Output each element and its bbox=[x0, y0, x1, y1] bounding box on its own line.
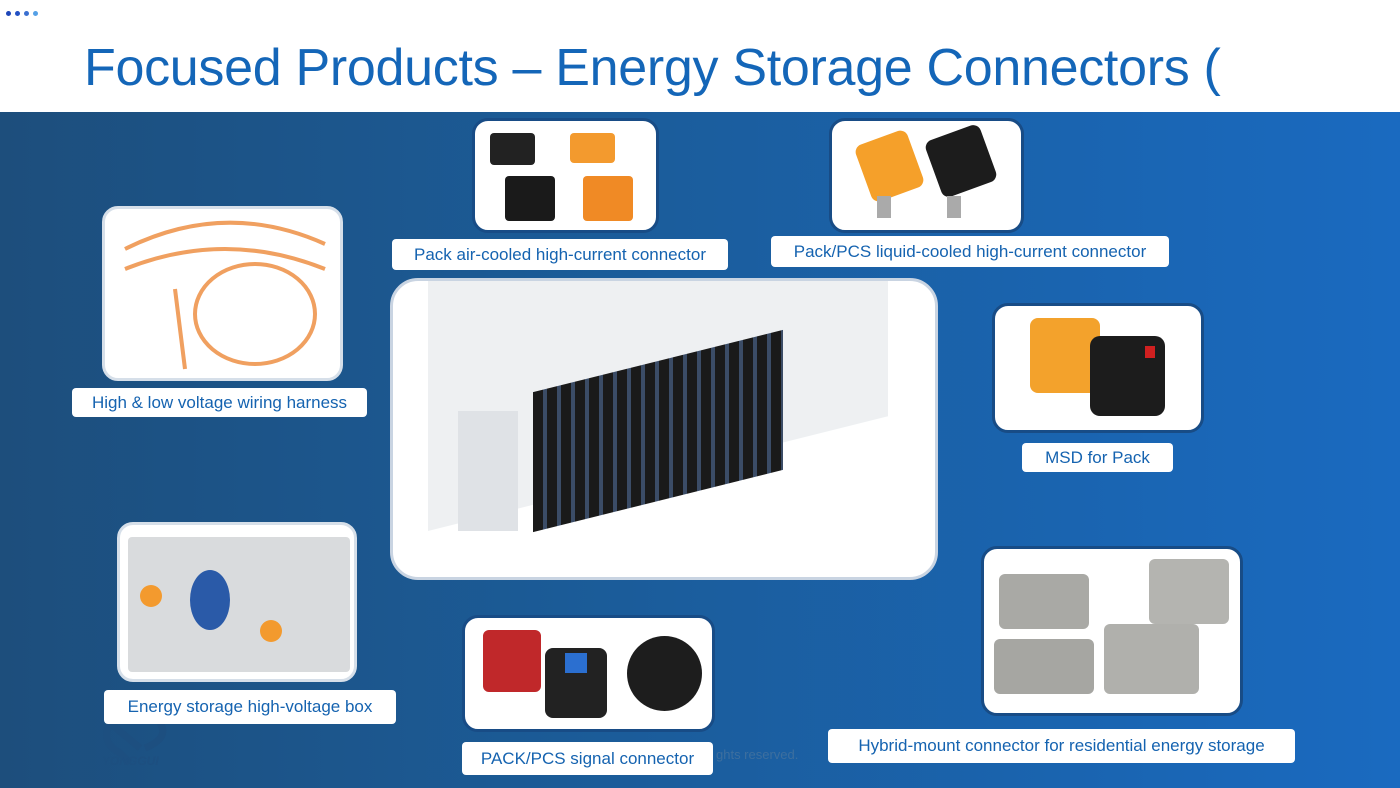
yonggui-logo bbox=[103, 720, 167, 766]
decorative-dots bbox=[6, 11, 38, 16]
hybrid-mount-connector-image bbox=[981, 546, 1243, 716]
signal-connector-label: PACK/PCS signal connector bbox=[462, 742, 713, 775]
energy-storage-container-image bbox=[390, 278, 938, 580]
slide-title: Focused Products – Energy Storage Connec… bbox=[84, 39, 1221, 97]
liquid-cooled-connector-image bbox=[829, 118, 1024, 233]
logo-text: YONGGUI bbox=[102, 754, 159, 768]
wiring-harness-image bbox=[102, 206, 343, 381]
air-cooled-connector-image bbox=[472, 118, 659, 233]
copyright-text: ghts reserved. bbox=[716, 747, 799, 762]
dot-icon bbox=[24, 11, 29, 16]
msd-image bbox=[992, 303, 1204, 433]
dot-icon bbox=[33, 11, 38, 16]
dot-icon bbox=[6, 11, 11, 16]
high-voltage-box-image bbox=[117, 522, 357, 682]
msd-label: MSD for Pack bbox=[1022, 443, 1173, 472]
dot-icon bbox=[15, 11, 20, 16]
liquid-cooled-connector-label: Pack/PCS liquid-cooled high-current conn… bbox=[771, 236, 1169, 267]
air-cooled-connector-label: Pack air-cooled high-current connector bbox=[392, 239, 728, 270]
wiring-harness-label: High & low voltage wiring harness bbox=[72, 388, 367, 417]
signal-connector-image bbox=[462, 615, 715, 732]
hybrid-mount-connector-label: Hybrid-mount connector for residential e… bbox=[828, 729, 1295, 763]
slide-header: Focused Products – Energy Storage Connec… bbox=[0, 0, 1400, 112]
high-voltage-box-label: Energy storage high-voltage box bbox=[104, 690, 396, 724]
